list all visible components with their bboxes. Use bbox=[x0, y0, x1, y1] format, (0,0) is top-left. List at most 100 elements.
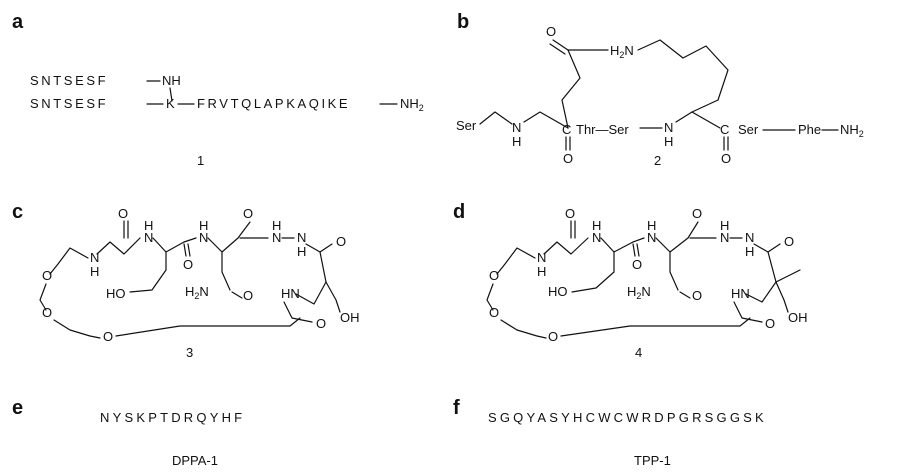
hydrogen-2: H bbox=[647, 218, 656, 233]
amide-n-right: N bbox=[664, 120, 673, 135]
linker bbox=[39, 283, 47, 311]
carbon-right: C bbox=[720, 122, 729, 137]
bond bbox=[549, 43, 566, 55]
nitrogen-4: N bbox=[745, 230, 754, 245]
ether-oxygen-1: O bbox=[489, 268, 499, 283]
backbone bbox=[305, 243, 333, 253]
compound-label-2: 2 bbox=[654, 153, 661, 168]
panel-letter-f: f bbox=[453, 397, 460, 419]
terminal-amine: NH2 bbox=[400, 96, 424, 113]
bond bbox=[169, 87, 173, 102]
backbone bbox=[753, 243, 781, 253]
linker bbox=[500, 319, 547, 339]
sidechain bbox=[669, 251, 679, 291]
hydrogen-left: H bbox=[90, 264, 99, 279]
nitrogen-1: N bbox=[592, 230, 601, 245]
hydrogen-2: H bbox=[199, 218, 208, 233]
linker bbox=[115, 317, 301, 337]
nitrogen-4: N bbox=[297, 230, 306, 245]
backbone bbox=[96, 237, 141, 255]
oxygen-1: O bbox=[565, 206, 575, 221]
sidechain bbox=[295, 281, 327, 305]
hydrogen-left: H bbox=[537, 264, 546, 279]
oxygen-6: O bbox=[765, 316, 775, 331]
nitrogen-3: N bbox=[720, 230, 729, 245]
panel-a: a SNTSESF NH SNTSESF K FRVTQLAPKAQIKE NH… bbox=[12, 11, 424, 168]
bond bbox=[745, 281, 777, 303]
ether-oxygen-3: O bbox=[548, 329, 558, 344]
amine-h2n: H2N bbox=[610, 43, 634, 60]
hydrogen-4: H bbox=[745, 244, 754, 259]
panel-d: d O O O O H N H N H N N H N H HO H2N O H… bbox=[453, 201, 808, 360]
bond bbox=[733, 301, 763, 323]
bond bbox=[552, 39, 569, 51]
linker bbox=[496, 247, 536, 275]
linker bbox=[560, 317, 751, 337]
ether-oxygen-1: O bbox=[42, 268, 52, 283]
compound-label-1: 1 bbox=[197, 153, 204, 168]
oxygen-5: O bbox=[692, 288, 702, 303]
oxygen-2: O bbox=[632, 257, 642, 272]
glu-sidechain bbox=[561, 49, 581, 129]
nitrogen-3: N bbox=[272, 230, 281, 245]
amine-h2n-c: H2N bbox=[185, 284, 209, 301]
backbone bbox=[543, 237, 589, 255]
bond bbox=[319, 251, 327, 283]
sidechain bbox=[571, 251, 615, 293]
backbone bbox=[152, 237, 197, 253]
panel-letter-e: e bbox=[12, 397, 23, 419]
backbone bbox=[600, 237, 645, 253]
carbonyl-o-right: O bbox=[721, 151, 731, 166]
panel-letter-d: d bbox=[453, 201, 465, 223]
bond bbox=[231, 291, 243, 299]
sidechain bbox=[325, 281, 341, 313]
sidechain bbox=[129, 251, 167, 293]
hydrogen-1: H bbox=[144, 218, 153, 233]
sidechain bbox=[775, 281, 789, 313]
nitrogen-2: N bbox=[199, 230, 208, 245]
bond bbox=[691, 111, 721, 129]
peptide-sequence-e: NYSKPTDRQYHF bbox=[100, 410, 245, 425]
peptide-sequence-f: SGQYASYHCWCWRDPGRSGGSK bbox=[488, 410, 767, 425]
branch-residue: K bbox=[166, 96, 175, 111]
oxygen-3: O bbox=[243, 206, 253, 221]
bond bbox=[283, 301, 313, 323]
bond bbox=[632, 243, 636, 257]
compound-label-4: 4 bbox=[635, 345, 642, 360]
phe-nh2: NH2 bbox=[840, 122, 864, 139]
amide-h-right: H bbox=[664, 134, 673, 149]
oxygen-5: O bbox=[243, 288, 253, 303]
hydrogen-4: H bbox=[297, 244, 306, 259]
hydroxyl-oh: OH bbox=[340, 310, 360, 325]
bond bbox=[183, 243, 187, 257]
nitrogen-left: N bbox=[90, 250, 99, 265]
hydroxyl-oh: OH bbox=[788, 310, 808, 325]
panel-f: f SGQYASYHCWCWRDPGRSGGSK TPP-1 bbox=[453, 397, 767, 468]
compound-label-3: 3 bbox=[186, 345, 193, 360]
peptide-name-tpp1: TPP-1 bbox=[634, 453, 671, 468]
bond bbox=[187, 243, 191, 257]
oxygen-1: O bbox=[118, 206, 128, 221]
sequence-bottom: SNTSESF bbox=[30, 96, 108, 111]
panel-e: e NYSKPTDRQYHF DPPA-1 bbox=[12, 397, 245, 468]
amide-hn: HN bbox=[731, 286, 750, 301]
panel-letter-b: b bbox=[457, 11, 469, 33]
oxygen-2: O bbox=[183, 257, 193, 272]
sequence-top: SNTSESF bbox=[30, 73, 108, 88]
amide-n-left: N bbox=[512, 120, 521, 135]
hydroxyl-ho: HO bbox=[106, 286, 126, 301]
amide-h-left: H bbox=[512, 134, 521, 149]
bond bbox=[675, 99, 719, 123]
hydrogen-1: H bbox=[592, 218, 601, 233]
oxygen-4: O bbox=[336, 234, 346, 249]
lys-sidechain bbox=[637, 39, 729, 101]
nitrogen-2: N bbox=[647, 230, 656, 245]
oxygen-4: O bbox=[784, 234, 794, 249]
carbon-left: C bbox=[562, 122, 571, 137]
linker bbox=[53, 319, 101, 339]
linker bbox=[486, 283, 494, 311]
nh-label: NH bbox=[162, 73, 181, 88]
ether-oxygen-2: O bbox=[42, 305, 52, 320]
nitrogen-1: N bbox=[144, 230, 153, 245]
